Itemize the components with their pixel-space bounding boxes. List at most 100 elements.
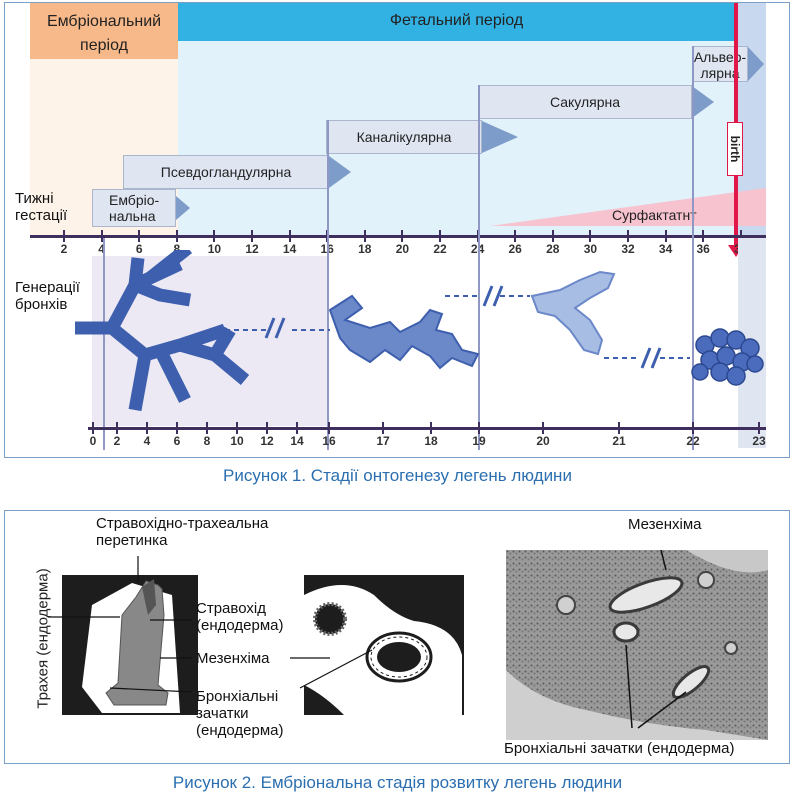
figure1-panel (4, 2, 790, 458)
generations-tick-mark (92, 422, 94, 434)
weeks-tick-label: 18 (358, 242, 372, 256)
weeks-tick-mark (100, 230, 103, 242)
generations-tick-label: 8 (203, 434, 211, 448)
generations-tick-mark (328, 422, 330, 434)
divider-week-4 (103, 238, 105, 450)
stage-alveolar-arrow (748, 47, 764, 81)
generations-tick-mark (758, 422, 760, 434)
weeks-tick-label: 12 (245, 242, 259, 256)
weeks-tick-mark (702, 230, 705, 242)
weeks-tick-label: 6 (135, 242, 143, 256)
histology-micrograph (506, 550, 768, 740)
generations-tick-mark (542, 422, 544, 434)
generations-tick-label: 19 (472, 434, 486, 448)
weeks-tick-label: 22 (433, 242, 447, 256)
generations-tick-label: 23 (752, 434, 766, 448)
weeks-tick-label: 8 (173, 242, 181, 256)
cross-section-diagram (304, 575, 464, 715)
generations-tick-label: 17 (376, 434, 390, 448)
generations-tick-mark (430, 422, 432, 434)
weeks-tick-mark (213, 230, 216, 242)
stage-pseudoglandular: Псевдогландулярна (123, 155, 329, 189)
generations-tick-mark (478, 422, 480, 434)
generations-axis-line (88, 427, 766, 430)
weeks-tick-mark (439, 230, 441, 242)
trachea-esophagus-diagram (62, 575, 198, 715)
surfactant-label: Сурфактатнт (612, 207, 697, 223)
bronchial-tree-illustrations (75, 250, 764, 412)
generations-tick-label: 21 (612, 434, 626, 448)
weeks-label: Тижні гестації (15, 190, 68, 224)
weeks-tick-label: 14 (282, 242, 297, 256)
generations-tick-mark (692, 422, 694, 434)
stage-alveolar: Альвео-лярна (692, 46, 748, 82)
birth-label: birth (728, 135, 742, 163)
fetal-period-band (178, 3, 735, 41)
label-mesenchyme-right: Мезенхіма (628, 516, 702, 533)
weeks-tick-mark (138, 230, 141, 242)
weeks-tick-label: 32 (621, 242, 635, 256)
divider-week-24 (478, 85, 480, 450)
bronchi-saccular (530, 270, 616, 356)
surfactant-wedge (490, 188, 766, 226)
generations-tick-mark (116, 422, 118, 434)
figure2-panel (4, 510, 790, 764)
label-bronchial-buds-right: Бронхіальні зачатки (ендодерма) (504, 740, 735, 757)
generations-tick-label: 20 (536, 434, 550, 448)
weeks-tick-mark (63, 230, 65, 242)
stage-canalicular: Каналікулярна (326, 120, 482, 154)
weeks-tick-mark (251, 230, 253, 242)
generations-tick-mark (618, 422, 620, 434)
generations-tick-mark (266, 422, 268, 434)
generations-tick-label: 4 (143, 434, 151, 448)
weeks-tick-mark (476, 230, 479, 242)
embryonic-period-band (30, 3, 178, 59)
generations-tick-label: 16 (322, 434, 336, 448)
weeks-tick-label: 4 (98, 242, 105, 256)
weeks-tick-label: 20 (395, 242, 410, 256)
weeks-tick-mark (514, 230, 517, 242)
label-mesenchyme-left: Мезенхіма (196, 650, 270, 667)
embryonic-period-label: Ембріональний період (46, 13, 162, 54)
weeks-tick-mark (363, 230, 366, 242)
generations-tick-mark (206, 422, 208, 434)
generations-tick-mark (236, 422, 238, 434)
figure1-caption: Рисунок 1. Стадії онтогенезу легень люди… (223, 466, 572, 485)
generations-tick-label: 10 (230, 434, 244, 448)
label-esophagus: Стравохід (ендодерма) (196, 600, 284, 634)
label-membrane: Стравохідно-трахеальна перетинка (96, 515, 269, 549)
bronchi-alveolar-cluster (691, 328, 764, 386)
weeks-tick-label: 2 (60, 242, 68, 256)
divider-week-16 (327, 120, 329, 450)
weeks-tick-label: 28 (546, 242, 560, 256)
stage-embryonic: Ембріо-нальна (92, 189, 176, 227)
stage-embryonic-arrow (176, 196, 190, 220)
weeks-tick-mark (627, 230, 629, 242)
weeks-tick-label: 10 (207, 242, 222, 256)
weeks-tick-mark (664, 230, 667, 242)
figure2-leader-lines (48, 556, 373, 693)
weeks-tick-label: 24 (470, 242, 486, 256)
weeks-axis-line (30, 235, 766, 238)
generations-tick-label: 22 (686, 434, 700, 448)
weeks-tick-mark (739, 230, 742, 242)
generations-tick-mark (382, 422, 384, 434)
generations-tick-mark (146, 422, 148, 434)
fetal-period-label: Фетальний період (389, 12, 524, 29)
weeks-tick-mark (175, 230, 178, 242)
weeks-tick-label: 26 (508, 242, 522, 256)
stage-saccular: Сакулярна (478, 85, 692, 119)
weeks-tick-label: 36 (696, 242, 710, 256)
divider-week-36 (692, 46, 694, 450)
bronchi-canalicular (328, 294, 480, 370)
weeks-tick-mark (401, 230, 404, 242)
stage-canalicular-arrow (482, 121, 518, 153)
generations-tick-mark (296, 422, 298, 434)
weeks-tick-mark (589, 230, 592, 242)
weeks-tick-label: 34 (658, 242, 673, 256)
label-trachea: Трахея (ендодерма) (34, 568, 52, 709)
weeks-tick-mark (288, 230, 291, 242)
generations-tick-label: 0 (89, 434, 97, 448)
weeks-tick-label: 30 (583, 242, 598, 256)
generations-tick-label: 14 (290, 434, 304, 448)
